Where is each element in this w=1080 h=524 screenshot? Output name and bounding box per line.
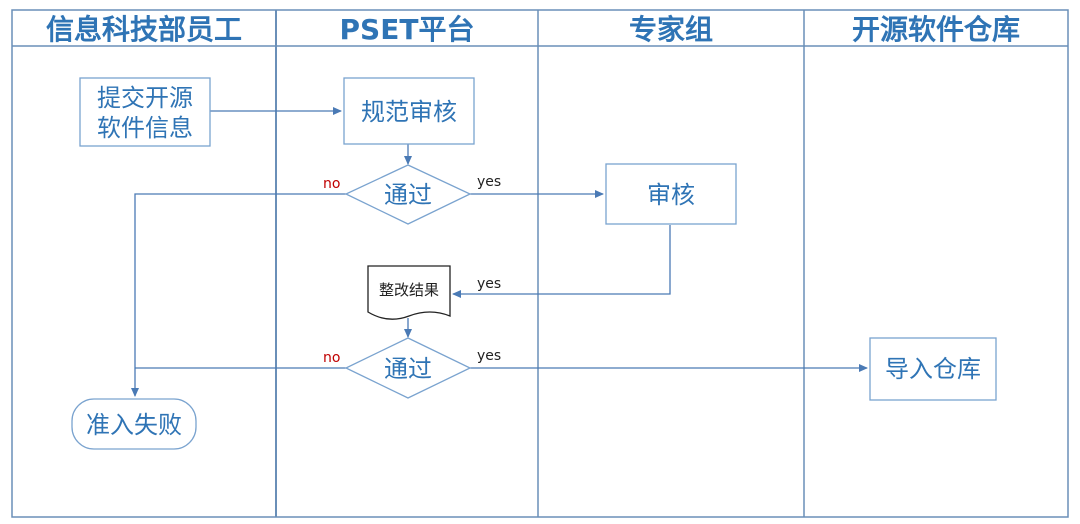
arrow-expert-to-rectify xyxy=(452,225,671,298)
lane-title-expert-group: 专家组 xyxy=(629,13,713,46)
node-submit-info-line2: 软件信息 xyxy=(97,114,193,142)
lane-title-pset-platform: PSET平台 xyxy=(340,13,475,46)
node-expert-review-label: 审核 xyxy=(647,181,695,209)
terminal-admission-failed: 准入失败 xyxy=(71,398,197,450)
node-spec-review: 规范审核 xyxy=(343,77,475,145)
decision-pass-2-label: 通过 xyxy=(384,355,432,383)
node-submit-info-line1: 提交开源 xyxy=(97,84,193,112)
arrow-pass1-no-to-failed xyxy=(131,193,346,397)
lane-title-oss-repository: 开源软件仓库 xyxy=(852,13,1020,46)
node-import-repository: 导入仓库 xyxy=(869,337,997,401)
edge-label-review-yes: yes xyxy=(477,276,501,292)
decision-pass-2: 通过 xyxy=(344,337,472,399)
node-import-repository-label: 导入仓库 xyxy=(885,355,981,383)
edge-label-pass1-no: no xyxy=(323,176,340,192)
node-expert-review: 审核 xyxy=(605,163,737,225)
node-spec-review-label: 规范审核 xyxy=(361,98,457,126)
decision-pass-1-label: 通过 xyxy=(384,181,432,209)
connectors xyxy=(131,107,868,397)
document-rectify-result-label: 整改结果 xyxy=(379,281,439,299)
edge-label-pass2-yes: yes xyxy=(477,348,501,364)
decision-pass-1: 通过 xyxy=(344,164,472,225)
edge-label-pass1-yes: yes xyxy=(477,174,501,190)
edge-label-pass2-no: no xyxy=(323,350,340,366)
lane-title-it-staff: 信息科技部员工 xyxy=(46,13,242,46)
swimlane-frame xyxy=(11,9,1069,518)
document-rectify-result: 整改结果 xyxy=(367,265,451,320)
node-submit-info: 提交开源 软件信息 xyxy=(79,77,211,147)
terminal-admission-failed-label: 准入失败 xyxy=(86,411,182,439)
